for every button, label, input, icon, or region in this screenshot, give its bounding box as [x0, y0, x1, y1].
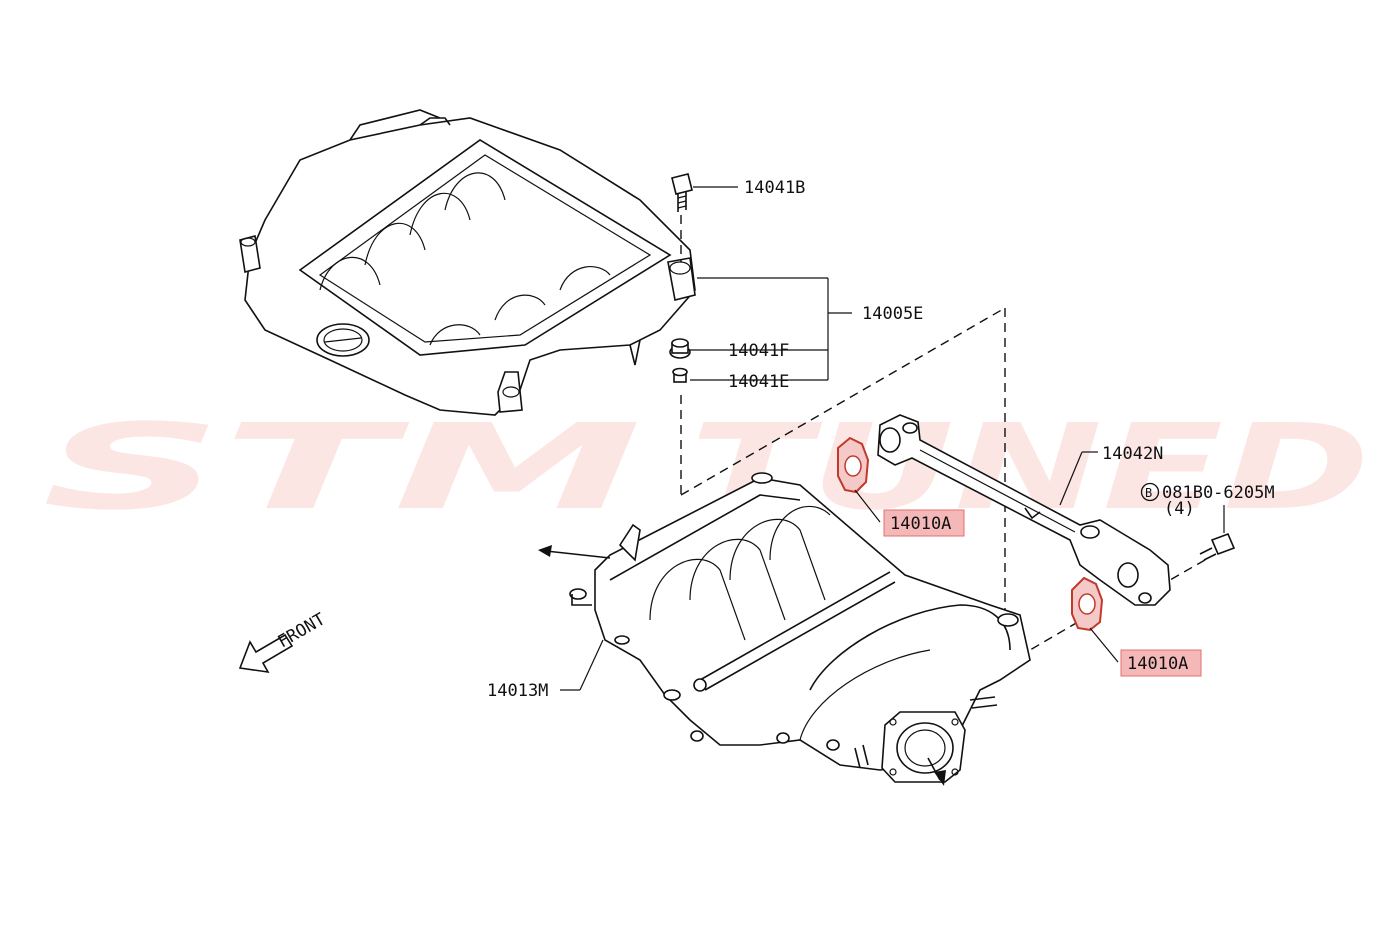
- front-direction-arrow: FRONT: [238, 609, 329, 674]
- highlight-box-lower: [1120, 649, 1202, 677]
- label-14010A-upper: 14010A: [890, 514, 951, 534]
- label-14010A-upper-group: 14010A: [883, 509, 965, 537]
- engine-cover: [239, 109, 696, 416]
- gasket-guide-line: [1029, 621, 1079, 651]
- label-14010A-lower: 14010A: [1127, 654, 1188, 674]
- assembly-guide-box: [680, 307, 1006, 612]
- highlight-box-upper: [883, 509, 965, 537]
- bolt-14041B: [671, 173, 738, 212]
- bolt-callout-circle: [1140, 482, 1160, 502]
- manifold-flow-arrow: [538, 545, 611, 559]
- support-bracket-14042N: [877, 414, 1171, 606]
- label-14013M: 14013M: [487, 681, 548, 701]
- label-081B0-6205M: 081B0-6205M: [1162, 483, 1275, 503]
- watermark: STM TUNED: [42, 398, 1370, 536]
- label-081B0-6205M-group: B 081B0-6205M (4): [1140, 482, 1275, 519]
- front-label: FRONT: [275, 609, 329, 652]
- label-14005E: 14005E: [862, 304, 923, 324]
- label-14010A-lower-group: 14010A: [1120, 649, 1202, 677]
- grommet-14041F: [669, 338, 691, 359]
- watermark-left-text: STM: [42, 398, 642, 536]
- gasket-lower: [1071, 576, 1119, 663]
- label-14041B: 14041B: [744, 178, 805, 198]
- label-14042N: 14042N: [1102, 444, 1163, 464]
- group-bracket-14005E: [690, 277, 852, 381]
- bolt-081B0-6205M: [1169, 505, 1236, 581]
- gasket-upper: [837, 436, 881, 523]
- bolt-callout-letter: B: [1145, 486, 1152, 500]
- label-14041E: 14041E: [728, 372, 789, 392]
- collar-14041E: [672, 367, 688, 383]
- label-14041F: 14041F: [728, 341, 789, 361]
- intake-manifold: [560, 472, 1031, 786]
- label-081B0-qty: (4): [1164, 499, 1195, 519]
